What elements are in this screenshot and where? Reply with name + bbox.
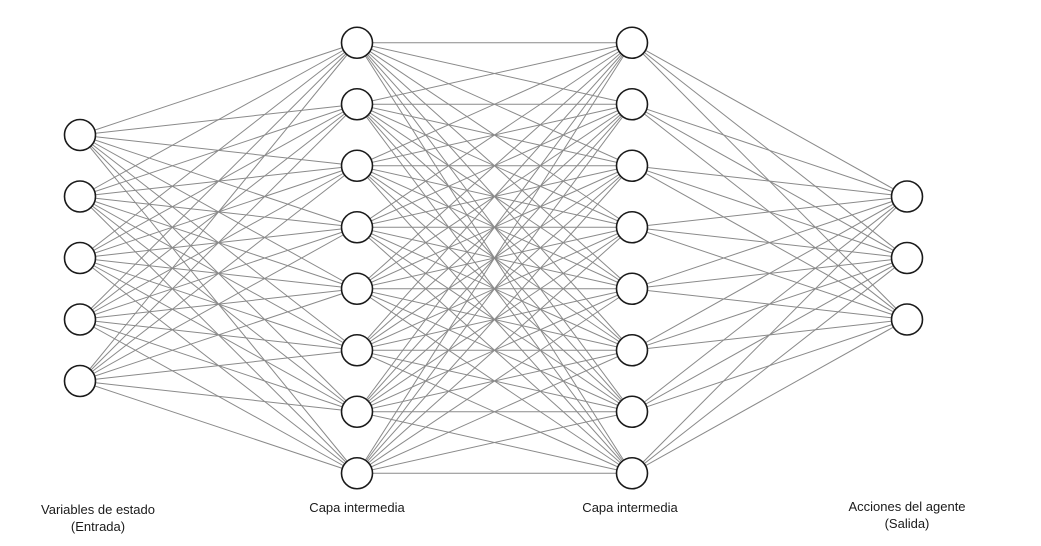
neuron-hidden-2-7 [615, 395, 649, 429]
connection-hidden-1-8-to-hidden-2-2 [356, 103, 633, 474]
neuron-hidden-1-3 [340, 149, 374, 183]
neuron-hidden-2-2 [615, 87, 649, 121]
connection-input-5-to-hidden-1-4 [79, 226, 358, 382]
connections [79, 42, 908, 474]
connection-hidden-1-8-to-hidden-2-4 [356, 226, 633, 474]
connection-hidden-2-1-to-output-1 [631, 42, 908, 197]
connection-input-5-to-hidden-1-1 [79, 42, 358, 382]
connection-hidden-1-8-to-hidden-2-7 [356, 411, 633, 474]
connection-input-5-to-hidden-1-3 [79, 165, 358, 382]
connection-hidden-2-8-to-output-1 [631, 196, 908, 474]
output-layer-label: Acciones del agente (Salida) [848, 498, 965, 532]
connection-hidden-1-8-to-hidden-2-6 [356, 349, 633, 474]
neuron-input-5 [63, 364, 97, 398]
neuron-hidden-1-6 [340, 333, 374, 367]
neuron-output-1 [890, 180, 924, 213]
input-layer-label: Variables de estado (Entrada) [41, 501, 155, 535]
input-layer-title: Variables de estado [41, 502, 155, 517]
connection-input-5-to-hidden-1-8 [79, 380, 358, 474]
hidden-layer-2-label: Capa intermedia [582, 499, 677, 516]
connection-hidden-1-8-to-hidden-2-5 [356, 288, 633, 474]
connection-hidden-2-4-to-output-1 [631, 196, 908, 228]
neuron-input-1 [63, 118, 97, 152]
neuron-hidden-1-7 [340, 395, 374, 429]
connection-input-5-to-hidden-1-6 [79, 349, 358, 382]
hidden-layer-1-label: Capa intermedia [309, 499, 404, 516]
neuron-output-3 [890, 303, 924, 336]
connection-input-3-to-hidden-1-1 [79, 42, 358, 259]
neuron-input-4 [63, 303, 97, 336]
neuron-input-2 [63, 180, 97, 213]
connection-hidden-2-5-to-output-1 [631, 196, 908, 290]
connection-hidden-1-3-to-hidden-2-1 [356, 42, 633, 167]
neuron-hidden-1-4 [340, 210, 374, 244]
neuron-hidden-1-5 [340, 272, 374, 306]
connection-hidden-2-8-to-output-3 [631, 319, 908, 474]
output-layer-subtitle: (Salida) [884, 516, 930, 531]
neurons [63, 26, 924, 490]
input-layer-subtitle: (Entrada) [70, 519, 126, 534]
connection-input-5-to-hidden-1-7 [79, 380, 358, 413]
connection-input-2-to-hidden-1-1 [79, 42, 358, 197]
connection-hidden-1-8-to-hidden-2-3 [356, 165, 633, 474]
connection-input-5-to-hidden-1-5 [79, 288, 358, 382]
connection-hidden-2-2-to-output-1 [631, 103, 908, 197]
hidden-layer-2-title: Capa intermedia [582, 500, 678, 515]
neuron-hidden-2-5 [615, 272, 649, 306]
connection-input-5-to-hidden-1-2 [79, 103, 358, 382]
connection-hidden-2-6-to-output-1 [631, 196, 908, 351]
connection-hidden-1-2-to-hidden-2-1 [356, 42, 633, 105]
neuron-hidden-2-6 [615, 333, 649, 367]
connection-input-4-to-hidden-1-1 [79, 42, 358, 320]
neuron-hidden-1-2 [340, 87, 374, 121]
connection-input-1-to-hidden-1-1 [79, 42, 358, 136]
connection-hidden-2-3-to-output-1 [631, 165, 908, 197]
neuron-output-2 [890, 241, 924, 275]
neuron-hidden-2-1 [615, 26, 649, 60]
connection-hidden-1-6-to-hidden-2-1 [356, 42, 633, 351]
connection-hidden-1-8-to-hidden-2-1 [356, 42, 633, 474]
neuron-hidden-2-3 [615, 149, 649, 183]
connection-hidden-1-4-to-hidden-2-1 [356, 42, 633, 228]
hidden-layer-1-title: Capa intermedia [309, 500, 405, 515]
neuron-input-3 [63, 241, 97, 275]
neuron-hidden-1-1 [340, 26, 374, 60]
neuron-hidden-2-8 [615, 456, 649, 490]
connection-hidden-2-8-to-output-2 [631, 257, 908, 474]
output-layer-title: Acciones del agente [848, 499, 966, 514]
connection-hidden-2-7-to-output-1 [631, 196, 908, 413]
neuron-hidden-1-8 [340, 456, 374, 490]
connection-hidden-1-5-to-hidden-2-1 [356, 42, 633, 290]
connection-hidden-1-7-to-hidden-2-1 [356, 42, 633, 413]
neuron-hidden-2-4 [615, 210, 649, 244]
